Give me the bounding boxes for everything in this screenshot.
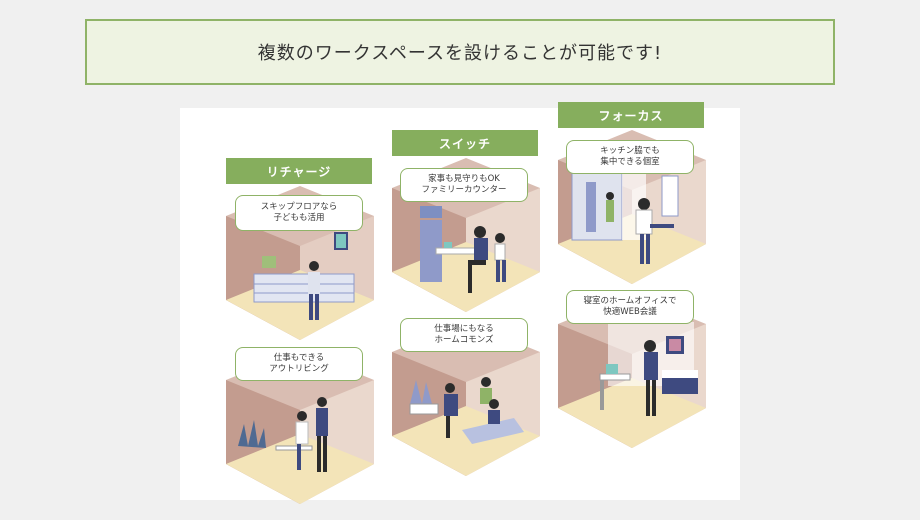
page-title: 複数のワークスペースを設けることが可能です!: [257, 43, 663, 64]
column-label-recharge: リチャージ: [226, 158, 372, 184]
room-caption-kitchen-study: キッチン脇でも集中できる個室: [566, 140, 694, 174]
column-label-focus: フォーカス: [558, 102, 704, 128]
room-caption-home-commons: 仕事場にもなるホームコモンズ: [400, 318, 528, 352]
room-bedroom-office-illustration: [558, 294, 706, 448]
column-label-switch: スイッチ: [392, 130, 538, 156]
room-out-living-illustration: [226, 350, 374, 504]
room-caption-skip-floor: スキップフロアなら子どもも活用: [235, 195, 363, 231]
room-caption-out-living: 仕事もできるアウトリビング: [235, 347, 363, 381]
room-caption-bedroom-office: 寝室のホームオフィスで快適WEB会議: [566, 290, 694, 324]
header-banner: 複数のワークスペースを設けることが可能です!: [85, 19, 835, 85]
room-home-commons-illustration: [392, 322, 540, 476]
room-skip-floor-illustration: [226, 186, 374, 340]
